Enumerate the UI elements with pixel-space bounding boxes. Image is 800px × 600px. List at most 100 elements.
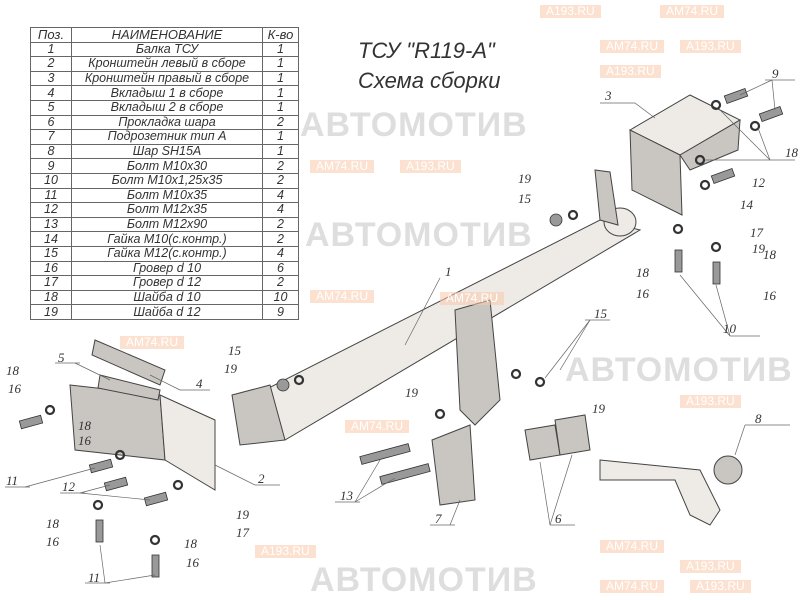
watermark-site: A193.RU [680, 40, 741, 53]
cell-pos: 11 [30, 187, 72, 204]
callout-number: 17 [236, 525, 250, 540]
callout-number: 14 [740, 197, 754, 212]
cell-pos: 1 [30, 41, 72, 58]
table-header: Поз. НАИМЕНОВАНИЕ К-во [30, 27, 299, 43]
cell-qty: 1 [262, 99, 299, 116]
diagram-subtitle: Схема сборки [358, 68, 501, 93]
callout-number: 6 [555, 511, 562, 526]
cell-name: Кронштейн правый в сборе [71, 70, 263, 87]
cell-name: Гровер d 10 [71, 260, 263, 277]
watermark-site: A193.RU [600, 65, 661, 78]
watermark-logo: АВТОМОТИВ [565, 351, 793, 389]
watermark-site: AM74.RU [600, 40, 665, 53]
cell-qty: 2 [262, 275, 299, 291]
diagram-title: ТСУ "R119-A" [358, 38, 495, 63]
callout-number: 16 [78, 433, 92, 448]
callout-number: 15 [594, 306, 608, 321]
cell-pos: 3 [30, 70, 72, 87]
callout-number: 19 [592, 401, 606, 416]
cell-pos: 9 [30, 158, 72, 174]
watermark-site: A193.RU [680, 395, 741, 408]
cell-qty: 1 [262, 41, 299, 58]
callout-number: 18 [636, 265, 650, 280]
callout-number: 9 [772, 66, 779, 81]
part-1-beam [231, 169, 642, 446]
watermark-site: AM74.RU [600, 540, 665, 553]
part-5-insert [97, 374, 161, 401]
cell-name: Гровер d 12 [71, 275, 263, 291]
watermark-site: AM74.RU [120, 336, 185, 349]
cell-qty: 1 [262, 85, 299, 101]
cell-name: Гайка М12(с.контр.) [71, 245, 263, 262]
part-6-ball-pads [524, 414, 591, 461]
cell-name: Вкладыш 2 в сборе [71, 99, 263, 116]
cell-pos: 2 [30, 56, 72, 72]
callout-number: 15 [228, 343, 242, 358]
cell-name: Подрозетник тип А [71, 129, 263, 145]
part-2-left-bracket [69, 339, 216, 491]
cell-name: Вкладыш 1 в сборе [71, 85, 263, 101]
cell-qty: 1 [262, 70, 299, 87]
cell-name: Болт М10х30 [71, 158, 263, 174]
cell-name: Гайка М10(с.контр.) [71, 231, 263, 247]
callout-number: 11 [6, 473, 18, 488]
callout-number: 13 [340, 488, 354, 503]
cell-qty: 10 [262, 289, 299, 306]
cell-pos: 16 [30, 260, 72, 277]
cell-qty: 4 [262, 245, 299, 262]
callout-number: 5 [58, 350, 65, 365]
callout-number: 15 [518, 191, 532, 206]
watermark-logo: АВТОМОТИВ [310, 561, 538, 599]
callout-number: 16 [186, 555, 200, 570]
callout-number: 3 [604, 88, 612, 103]
cell-qty: 6 [262, 260, 299, 277]
callout-number: 18 [46, 516, 60, 531]
cell-pos: 19 [30, 304, 72, 320]
watermark-site: A193.RU [690, 580, 751, 593]
watermark-site: AM74.RU [660, 5, 725, 18]
cell-pos: 5 [30, 99, 72, 116]
callout-number: 10 [723, 321, 737, 336]
header-name: НАИМЕНОВАНИЕ [71, 27, 263, 43]
watermark-logo: АВТОМОТИВ [305, 216, 533, 254]
callout-number: 16 [763, 288, 777, 303]
callout-number: 8 [755, 411, 762, 426]
fasteners [18, 87, 784, 578]
callout-number: 19 [752, 241, 766, 256]
watermark-site: AM74.RU [310, 290, 375, 303]
cell-name: Болт М12х90 [71, 216, 263, 233]
cell-pos: 17 [30, 275, 72, 291]
cell-name: Шайба d 10 [71, 289, 263, 306]
leader-lines [5, 79, 795, 584]
cell-qty: 4 [262, 187, 299, 204]
cell-qty: 1 [262, 143, 299, 160]
cell-pos: 6 [30, 114, 72, 131]
cell-name: Прокладка шара [71, 114, 263, 131]
cell-pos: 10 [30, 172, 72, 189]
cell-qty: 2 [262, 114, 299, 131]
callout-number: 17 [750, 225, 764, 240]
callout-number: 16 [46, 534, 60, 549]
cell-name: Шар SH15A [71, 143, 263, 160]
callout-number: 7 [435, 511, 442, 526]
callout-number: 16 [8, 381, 22, 396]
callout-labels: 9318121417191816101816191511519867131915… [6, 66, 799, 585]
callout-number: 18 [78, 418, 92, 433]
watermark-site: A193.RU [540, 5, 601, 18]
cell-qty: 9 [262, 304, 299, 320]
header-pos: Поз. [30, 27, 72, 43]
part-3-right-bracket [628, 94, 742, 216]
cell-qty: 2 [262, 216, 299, 233]
cell-name: Балка ТСУ [71, 41, 263, 58]
